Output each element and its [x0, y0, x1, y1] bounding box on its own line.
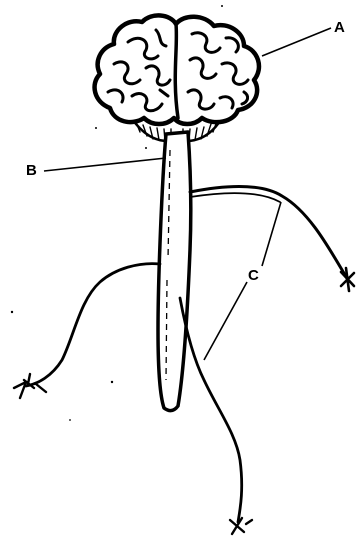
leader-line-a	[262, 28, 331, 56]
label-c: C	[248, 268, 259, 283]
nerve-lower	[180, 298, 252, 534]
label-a: A	[334, 20, 345, 35]
leader-line-b	[44, 158, 166, 171]
spinal-cord-illustration	[158, 132, 191, 411]
nerve-left	[14, 264, 160, 398]
label-b: B	[26, 163, 37, 178]
brain-illustration	[95, 15, 259, 141]
leader-line-c-lower	[204, 282, 247, 360]
nerve-upper-right	[190, 187, 354, 292]
leader-line-c-upper	[262, 202, 281, 266]
